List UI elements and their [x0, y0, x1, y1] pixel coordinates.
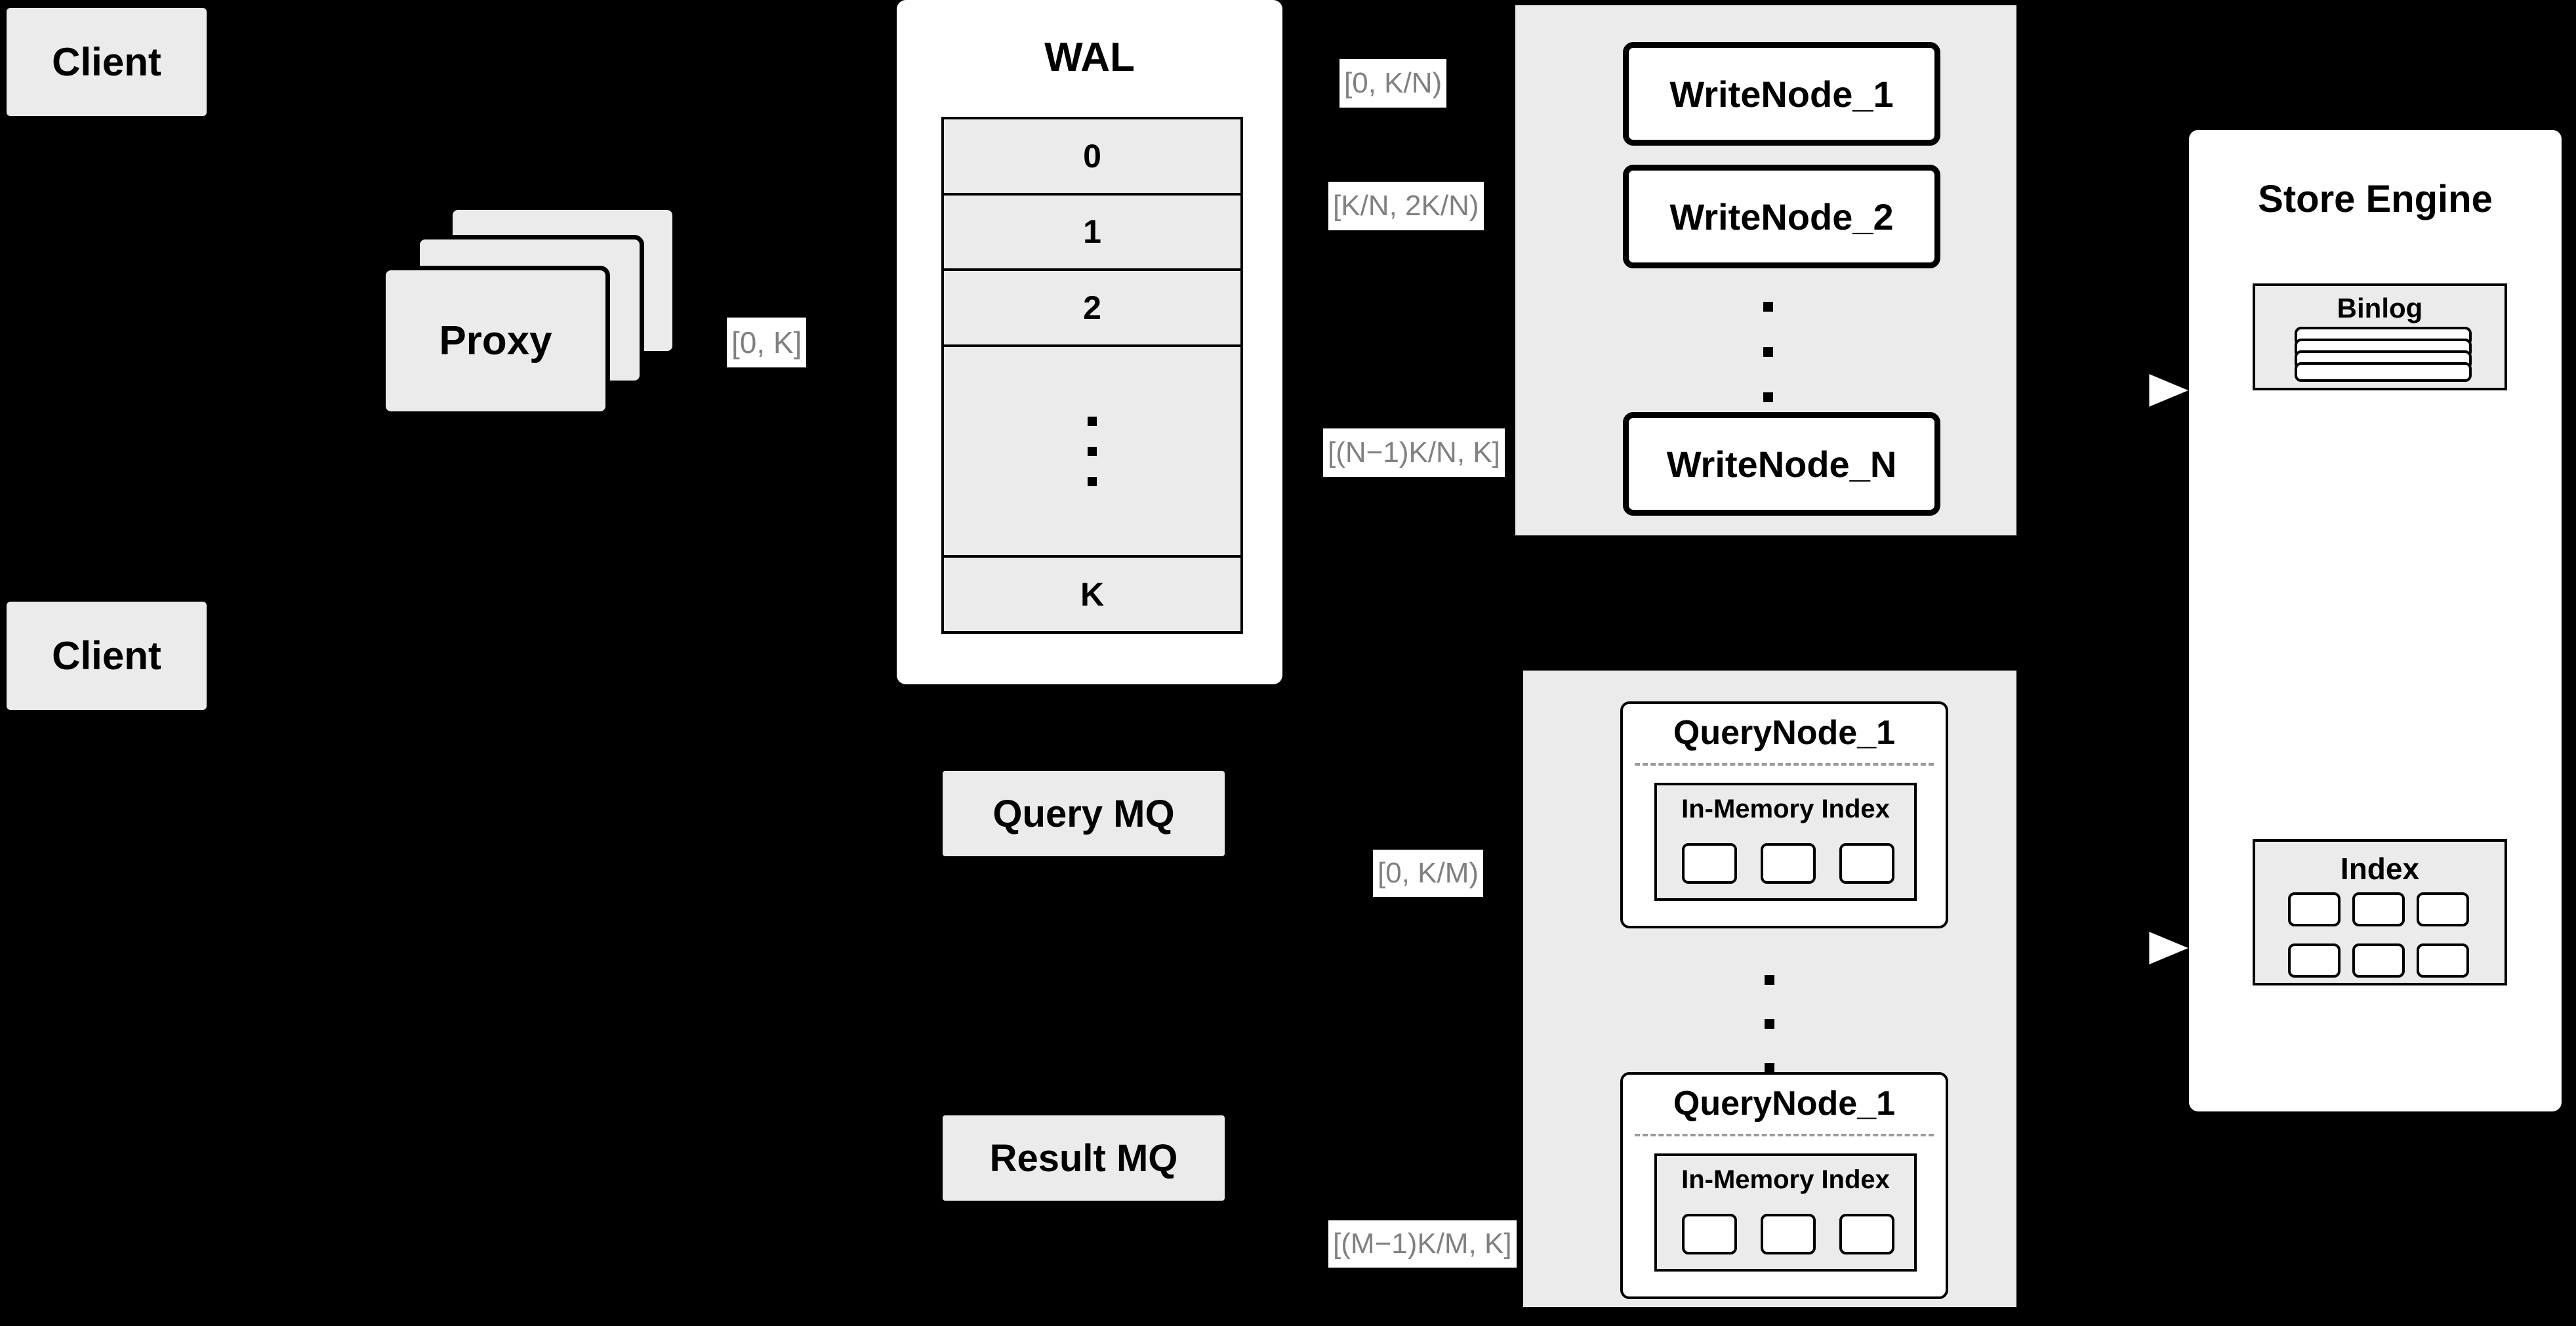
index-title: Index	[2340, 852, 2420, 886]
binlog-entry[interactable]	[2295, 362, 2472, 382]
edge-label-query-m: [(M−1)K/M, K]	[1328, 1220, 1517, 1268]
wal-row-value: 2	[1083, 289, 1101, 326]
wal-row[interactable]: K	[944, 558, 1240, 631]
wal-row-value: K	[1080, 576, 1105, 613]
store-engine-container: Store Engine Binlog Index	[2189, 130, 2562, 1111]
edge-label-write-1: [0, K/N)	[1339, 59, 1447, 108]
write-cluster-vertical-ellipsis	[1763, 284, 1773, 420]
wal-container: WAL 0 1 2 K	[897, 0, 1282, 684]
wal-row[interactable]: 0	[944, 119, 1240, 196]
proxy-label: Proxy	[439, 318, 552, 363]
index-chip[interactable]	[2417, 943, 2469, 978]
write-node-label: WriteNode_2	[1669, 196, 1894, 238]
index-chip[interactable]	[2352, 943, 2405, 978]
wal-row-ellipsis	[944, 347, 1240, 558]
index-chip[interactable]	[1682, 843, 1737, 884]
write-node-2[interactable]: WriteNode_2	[1623, 165, 1940, 268]
wal-vertical-ellipsis	[1088, 406, 1097, 497]
index-panel: Index	[2253, 839, 2507, 985]
wal-row-value: 0	[1083, 137, 1101, 175]
result-mq-node[interactable]: Result MQ	[943, 1115, 1225, 1201]
edge-label-text: [K/N, 2K/N)	[1333, 190, 1479, 222]
index-chip[interactable]	[2288, 892, 2341, 926]
query-mq-label: Query MQ	[992, 792, 1175, 835]
query-cluster-container: QueryNode_1 In-Memory Index QueryNode_1	[1523, 671, 2016, 1307]
index-chip[interactable]	[2288, 943, 2341, 978]
query-node-1[interactable]: QueryNode_1 In-Memory Index	[1620, 701, 1948, 928]
proxy-stack[interactable]: Proxy	[380, 210, 708, 433]
client-node-2[interactable]: Client	[7, 602, 207, 710]
index-chip[interactable]	[2417, 892, 2469, 926]
in-memory-index-title: In-Memory Index	[1681, 1165, 1890, 1194]
edge-label-query-1: [0, K/M)	[1373, 850, 1484, 897]
write-node-n[interactable]: WriteNode_N	[1623, 412, 1940, 516]
in-memory-index-panel: In-Memory Index	[1654, 783, 1917, 901]
query-node-m[interactable]: QueryNode_1 In-Memory Index	[1620, 1072, 1948, 1299]
query-node-separator	[1635, 1134, 1934, 1136]
wal-row-value: 1	[1083, 213, 1101, 251]
query-node-label: QueryNode_1	[1673, 714, 1896, 752]
wal-row[interactable]: 2	[944, 271, 1240, 347]
edge-label-proxy-to-wal: [0, K]	[727, 318, 807, 367]
wal-table: 0 1 2 K	[941, 117, 1243, 634]
wal-title: WAL	[1044, 35, 1135, 80]
edge-label-text: [0, K/N)	[1344, 67, 1442, 99]
edge-label-text: [(M−1)K/M, K]	[1333, 1228, 1512, 1260]
edge-label-write-2: [K/N, 2K/N)	[1328, 182, 1484, 230]
in-memory-index-panel: In-Memory Index	[1654, 1153, 1917, 1272]
index-chip[interactable]	[1761, 1214, 1816, 1254]
write-node-1[interactable]: WriteNode_1	[1623, 42, 1940, 146]
client-label: Client	[52, 40, 161, 84]
index-chip[interactable]	[1682, 1214, 1737, 1254]
edge-label-text: [(N−1)K/N, K]	[1328, 436, 1500, 468]
edge-label-write-n: [(N−1)K/N, K]	[1323, 428, 1505, 477]
wal-row[interactable]: 1	[944, 196, 1240, 272]
query-node-label: QueryNode_1	[1673, 1085, 1896, 1123]
write-cluster-container: WriteNode_1 WriteNode_2 WriteNode_N	[1515, 5, 2016, 535]
index-chip[interactable]	[1839, 1214, 1894, 1254]
write-node-label: WriteNode_1	[1669, 73, 1894, 115]
binlog-panel: Binlog	[2253, 283, 2507, 390]
index-chip[interactable]	[2352, 892, 2405, 926]
index-chip[interactable]	[1761, 843, 1816, 884]
in-memory-index-title: In-Memory Index	[1681, 795, 1890, 823]
index-chip[interactable]	[1839, 843, 1894, 884]
proxy-node[interactable]: Proxy	[386, 270, 605, 411]
query-node-separator	[1635, 763, 1934, 766]
client-label: Client	[52, 634, 161, 678]
write-node-label: WriteNode_N	[1666, 443, 1897, 485]
edge-label-text: [0, K]	[731, 325, 802, 360]
result-mq-label: Result MQ	[989, 1136, 1178, 1180]
edge-label-text: [0, K/M)	[1378, 857, 1479, 889]
store-engine-title: Store Engine	[2258, 178, 2493, 220]
query-mq-node[interactable]: Query MQ	[943, 771, 1225, 856]
query-cluster-vertical-ellipsis	[1765, 958, 1774, 1090]
binlog-title: Binlog	[2337, 293, 2423, 323]
client-node-1[interactable]: Client	[7, 8, 207, 116]
